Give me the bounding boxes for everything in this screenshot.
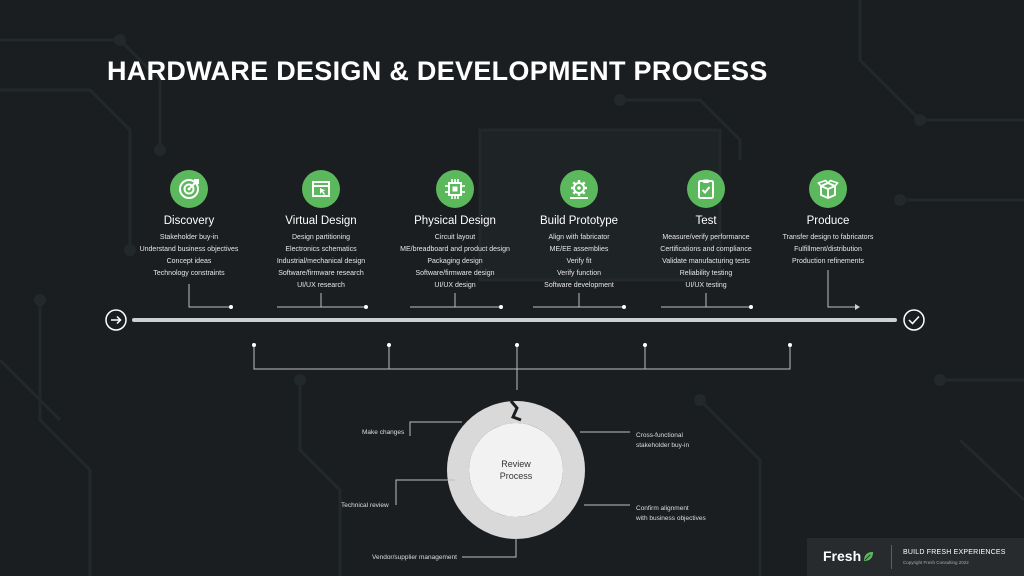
review-process-label: Review Process — [470, 458, 562, 482]
chip-icon — [436, 170, 474, 208]
footer-copyright: Copyright Fresh Consulting 2022 — [903, 560, 969, 565]
stage-virtual-design: Virtual Design Design partitioning Elect… — [246, 170, 396, 292]
ring-break — [509, 400, 522, 422]
stage-item: Production refinements — [792, 258, 864, 265]
leaf-icon — [864, 551, 874, 561]
stage-item: ME/breadboard and product design — [400, 246, 510, 253]
review-label-line: Review — [501, 459, 531, 469]
stage-item: Validate manufacturing tests — [662, 258, 750, 265]
stage-item: Software development — [544, 282, 614, 289]
page-title: HARDWARE DESIGN & DEVELOPMENT PROCESS — [107, 56, 768, 86]
stage-item: Technology constraints — [153, 270, 225, 277]
note-leaders — [395, 421, 630, 558]
stage-title: Test — [695, 215, 717, 227]
stage-item: Verify fit — [566, 258, 592, 265]
connector-dots — [229, 305, 753, 309]
stage-item: Measure/verify performance — [662, 234, 750, 241]
note-make-changes: Make changes — [362, 429, 405, 436]
note-line: stakeholder buy-in — [636, 442, 690, 449]
stage-item: Stakeholder buy-in — [159, 234, 219, 241]
box-icon — [809, 170, 847, 208]
review-bracket — [253, 345, 791, 390]
check-circle-icon — [903, 309, 925, 331]
stage-item: Industrial/mechanical design — [276, 258, 366, 265]
stage-item: UI/UX design — [434, 282, 476, 289]
stage-connectors — [188, 270, 855, 308]
stage-item: Align with fabricator — [548, 234, 610, 241]
note-cross-functional: Cross-functional stakeholder buy-in — [636, 431, 689, 451]
stage-item: Understand business objectives — [139, 246, 239, 253]
stage-item: ME/EE assemblies — [549, 246, 609, 253]
clipboard-check-icon — [687, 170, 725, 208]
stage-item: Design partitioning — [292, 234, 350, 241]
note-vendor-management: Vendor/supplier management — [372, 554, 457, 561]
stage-item: Software/firmware research — [278, 270, 364, 277]
gear-icon — [560, 170, 598, 208]
brand-name: Fresh — [823, 548, 862, 564]
stage-test: Test Measure/verify performance Certific… — [631, 170, 781, 292]
stage-discovery: Discovery Stakeholder buy-in Understand … — [114, 170, 264, 280]
stage-title: Build Prototype — [540, 215, 618, 227]
stage-item: Circuit layout — [434, 234, 476, 241]
stage-item: Certifications and compliance — [660, 246, 752, 253]
stage-title: Physical Design — [414, 215, 496, 227]
stage-item: Fulfillment/distribution — [794, 246, 862, 253]
stage-item: Transfer design to fabricators — [782, 234, 874, 241]
note-line: with business objectives — [636, 515, 706, 522]
brand-logo: Fresh — [823, 548, 874, 564]
produce-arrowhead — [855, 304, 860, 310]
review-label-line: Process — [499, 471, 533, 481]
stage-build-prototype: Build Prototype Align with fabricator ME… — [504, 170, 654, 292]
stage-item: Concept ideas — [166, 258, 212, 265]
bracket-dots — [252, 343, 792, 347]
footer-divider — [891, 545, 892, 569]
footer: Fresh BUILD FRESH EXPERIENCES Copyright … — [807, 538, 1024, 576]
stage-title: Virtual Design — [285, 215, 357, 227]
stage-item: Reliability testing — [679, 270, 733, 277]
note-technical-review: Technical review — [341, 502, 389, 509]
review-center — [469, 423, 563, 517]
note-confirm-alignment: Confirm alignment with business objectiv… — [636, 504, 706, 524]
footer-tagline: BUILD FRESH EXPERIENCES — [903, 549, 1006, 556]
stage-title: Discovery — [163, 215, 215, 227]
arrow-right-circle-icon — [105, 309, 127, 331]
stage-item: Software/firmware design — [415, 270, 495, 277]
stage-title: Produce — [806, 215, 850, 227]
stage-item: Electronics schematics — [285, 246, 357, 253]
stage-item: Verify function — [557, 270, 601, 277]
stage-physical-design: Physical Design Circuit layout ME/breadb… — [380, 170, 530, 292]
note-line: Confirm alignment — [636, 505, 689, 512]
stage-produce: Produce Transfer design to fabricators F… — [753, 170, 903, 268]
stage-item: UI/UX testing — [685, 282, 727, 289]
window-cursor-icon — [302, 170, 340, 208]
stage-item: Packaging design — [427, 258, 483, 265]
note-line: Cross-functional — [636, 432, 683, 439]
target-icon — [170, 170, 208, 208]
stage-item: UI/UX research — [297, 282, 345, 289]
